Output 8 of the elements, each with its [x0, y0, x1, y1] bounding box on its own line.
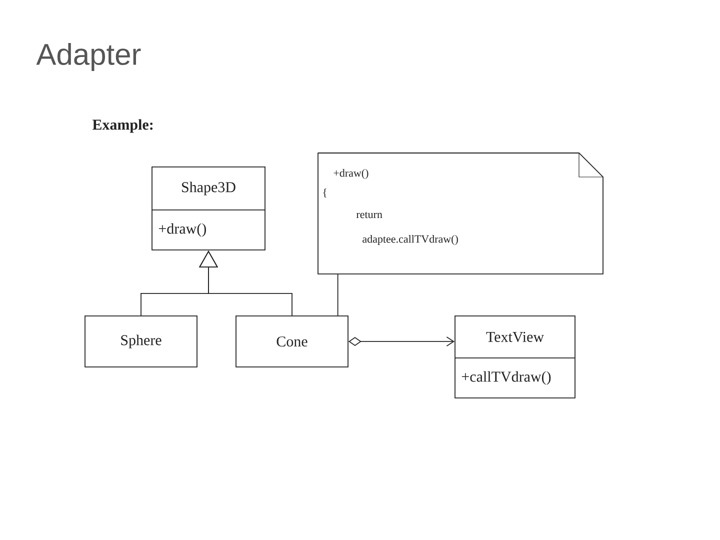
label-text: Example:: [92, 119, 153, 133]
class-box: Cone: [236, 316, 348, 368]
class-box: Shape3D +draw(): [152, 166, 266, 250]
note-connector: [337, 274, 338, 316]
note-box: +draw() { return adaptee.callTVdraw(): [318, 152, 604, 274]
class-box: Sphere: [84, 316, 198, 368]
title: Adapter: [36, 43, 141, 71]
class-box: TextView +callTVdraw(): [454, 316, 576, 398]
